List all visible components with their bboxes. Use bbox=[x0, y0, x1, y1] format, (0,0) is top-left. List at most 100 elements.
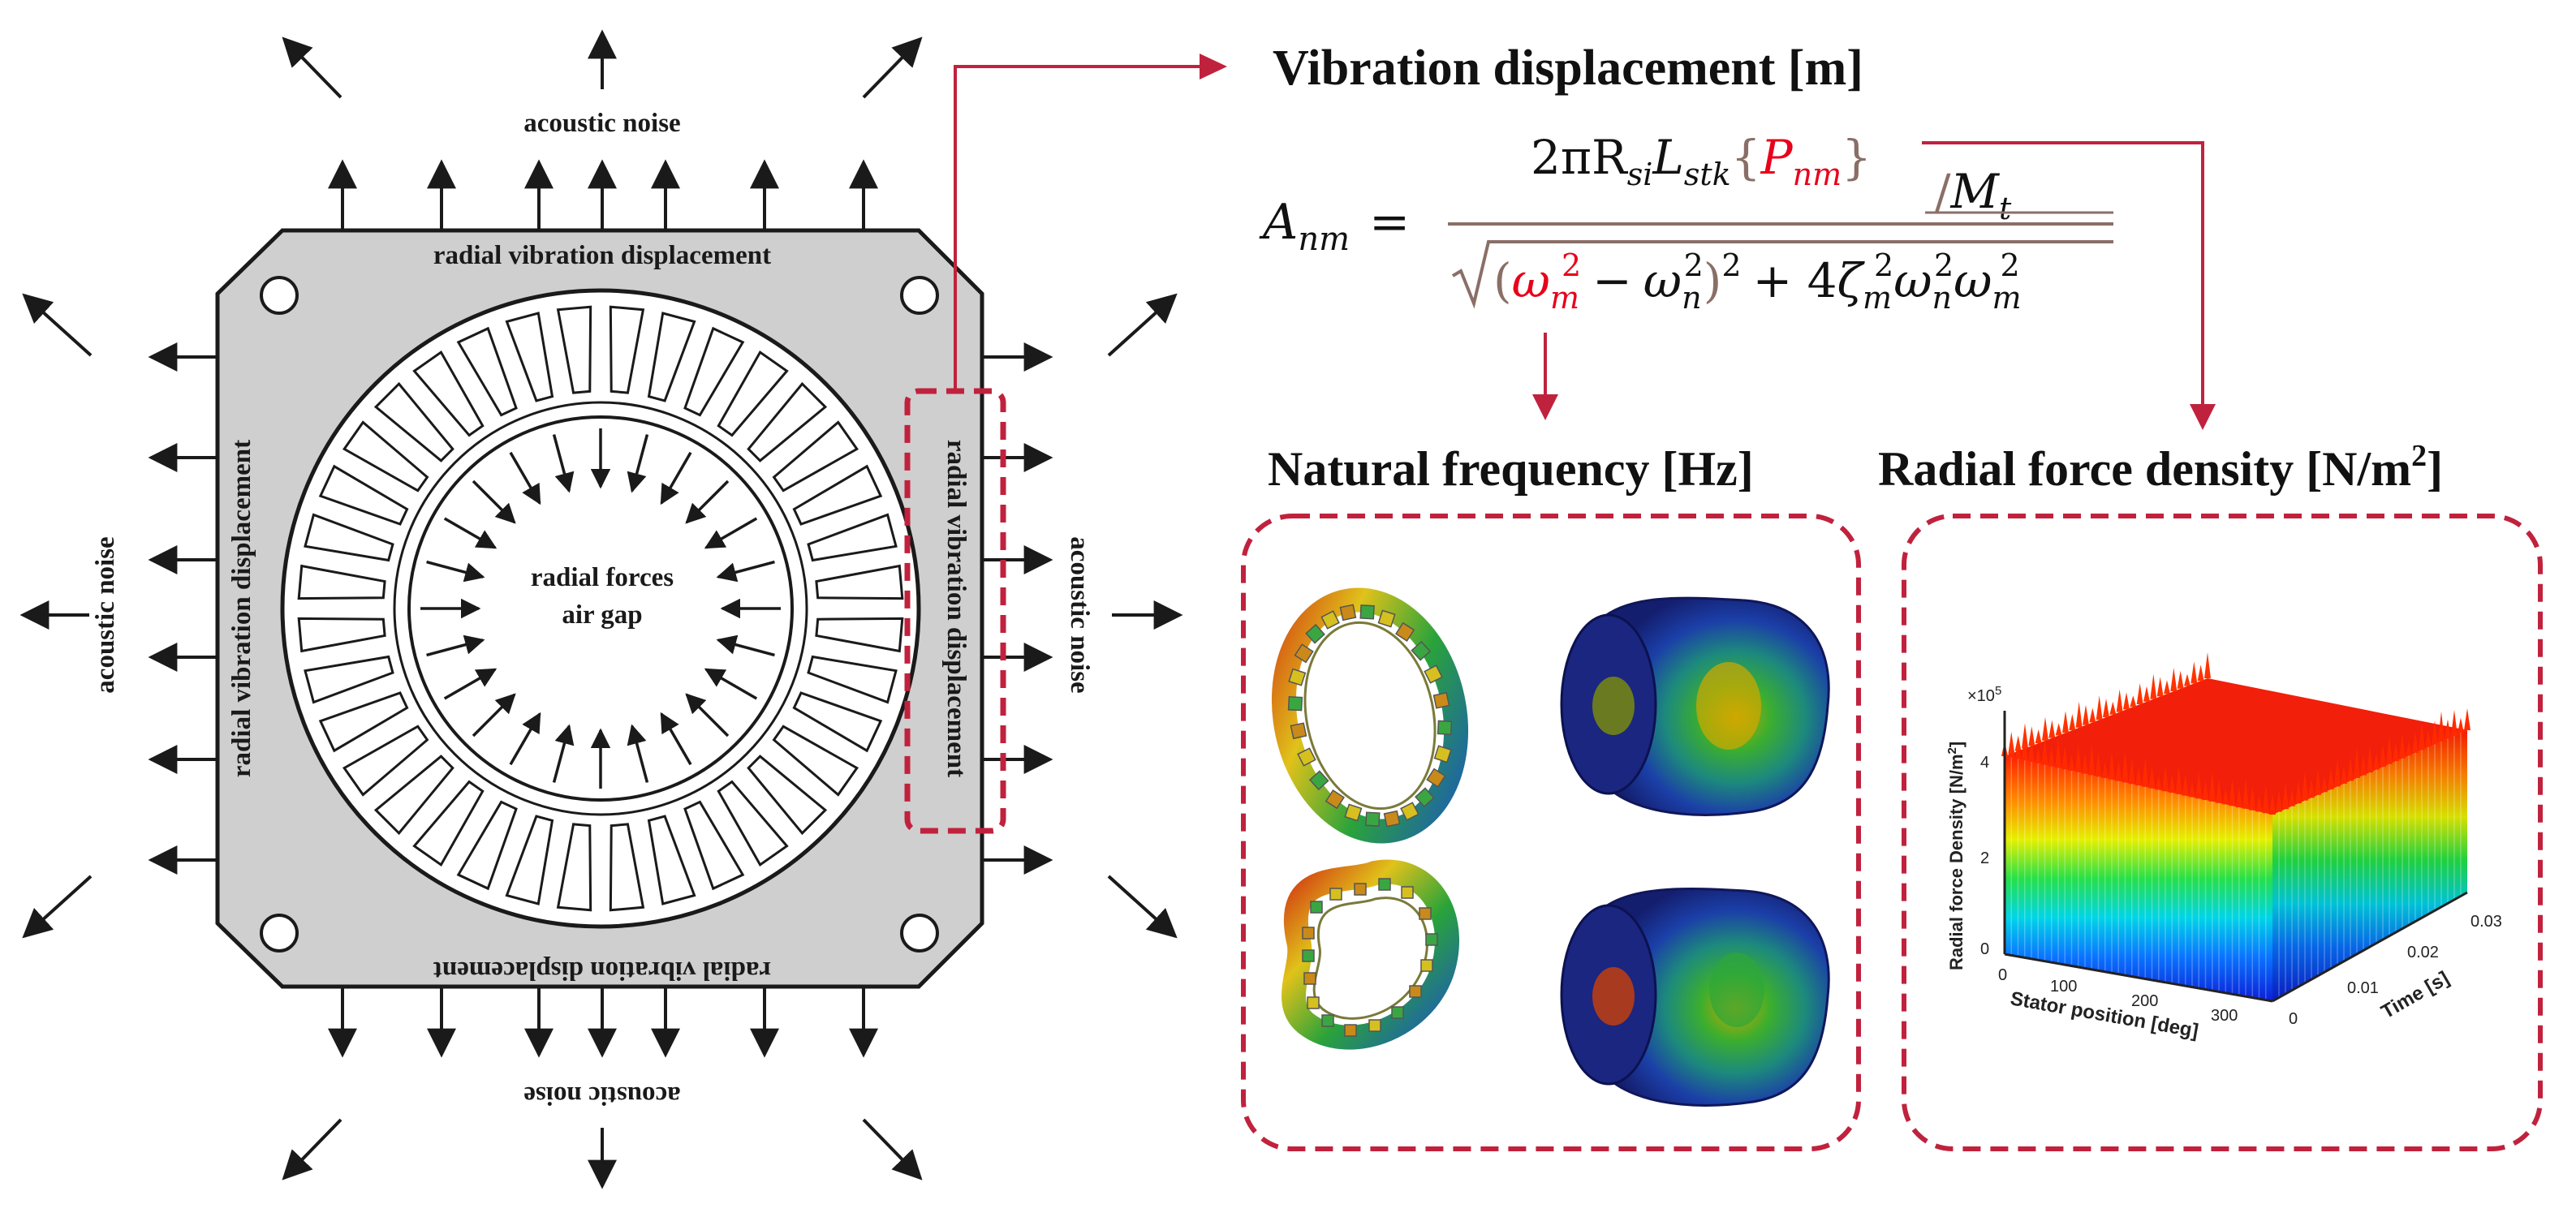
surface-side-face bbox=[2272, 730, 2467, 1001]
surface-spike bbox=[2035, 729, 2042, 743]
surface-spike bbox=[2008, 732, 2015, 754]
stator-slot bbox=[717, 351, 789, 437]
ring-tooth bbox=[1425, 933, 1438, 946]
surface-spike bbox=[2122, 750, 2129, 783]
surface-spike bbox=[2155, 775, 2162, 790]
connector-arrows bbox=[954, 54, 2216, 430]
surface-spike bbox=[2425, 729, 2432, 747]
acoustic-noise-label-bottom: acoustic noise bbox=[523, 1081, 680, 1110]
ring-tooth bbox=[1288, 668, 1307, 686]
surface-spike bbox=[2182, 772, 2189, 796]
surface-spike bbox=[2062, 711, 2069, 733]
formula-lhs: Anm= bbox=[1259, 194, 1410, 258]
surface-spike bbox=[2347, 756, 2354, 781]
surface-spike bbox=[2041, 738, 2048, 765]
mounting-hole bbox=[900, 276, 939, 315]
surface-spike bbox=[2276, 790, 2282, 812]
radial-force-arrow bbox=[716, 560, 775, 583]
radial-vibration-label-right: radial vibration displacement bbox=[941, 440, 971, 777]
plot-ztick-2: 2 bbox=[1980, 849, 1989, 867]
surface-spike bbox=[2249, 785, 2256, 811]
surface-spike bbox=[2123, 692, 2130, 710]
stator-slot bbox=[412, 351, 485, 437]
ring-tooth bbox=[1329, 888, 1342, 901]
stator-slot bbox=[556, 823, 592, 912]
noise-arrow bbox=[22, 293, 93, 357]
stator-slot bbox=[807, 513, 898, 562]
stator-slot bbox=[792, 691, 883, 753]
connector-arrowhead bbox=[1200, 54, 1227, 80]
surface-spike bbox=[2216, 779, 2222, 803]
force-density-surface-plot: Radial force Density [N/m2] ×105 4 2 0 0… bbox=[1945, 652, 2502, 1043]
surface-spike bbox=[2438, 711, 2445, 742]
surface-spike bbox=[2082, 753, 2088, 774]
surface-spike bbox=[2048, 746, 2055, 767]
stator-slot bbox=[815, 617, 904, 653]
radial-force-arrow bbox=[426, 560, 485, 583]
plot-ztick-0: 0 bbox=[1980, 940, 1989, 958]
stator-slot bbox=[505, 815, 554, 905]
stator-slot bbox=[342, 725, 429, 797]
surface-spike bbox=[2399, 733, 2406, 759]
ring-tooth bbox=[1321, 1014, 1334, 1027]
noise-arrow bbox=[22, 875, 93, 939]
ring-tooth bbox=[1415, 787, 1435, 808]
radial-force-arrow bbox=[472, 480, 516, 524]
ring-tooth bbox=[1437, 720, 1453, 736]
radial-force-arrow bbox=[472, 693, 516, 738]
surface-spike bbox=[2308, 778, 2315, 798]
surface-spike bbox=[2170, 668, 2178, 691]
surface-spike bbox=[2208, 770, 2216, 802]
surface-spike bbox=[2177, 670, 2184, 689]
mounting-hole bbox=[900, 914, 939, 953]
surface-spike bbox=[2150, 673, 2157, 699]
acoustic-noise-label-right: acoustic noise bbox=[1065, 536, 1094, 693]
connector-to-formula bbox=[954, 65, 1201, 391]
connector-arrowhead bbox=[2190, 404, 2216, 430]
radial-force-arrow bbox=[426, 634, 485, 657]
stator-slot bbox=[318, 464, 409, 526]
ring-tooth bbox=[1426, 768, 1446, 788]
ring-tooth bbox=[1395, 621, 1415, 642]
stator-slot bbox=[717, 780, 789, 867]
plot-zlabel: Radial force Density [N/m2] bbox=[1945, 742, 1966, 970]
ring-tooth bbox=[1310, 901, 1323, 914]
stator-slot bbox=[807, 655, 898, 704]
cylinder-mode-bottom bbox=[1560, 888, 1830, 1107]
stator-slot bbox=[647, 312, 696, 402]
stator-slot bbox=[772, 420, 859, 492]
radial-forces-label: radial forces bbox=[531, 563, 674, 592]
ring-tooth bbox=[1432, 691, 1450, 709]
radial-force-arrow bbox=[685, 693, 730, 738]
ring-tooth bbox=[1287, 695, 1303, 712]
surface-spike bbox=[2269, 800, 2276, 815]
surface-spike bbox=[2334, 758, 2341, 787]
surface-spike bbox=[2321, 776, 2328, 793]
surface-spike bbox=[2143, 686, 2150, 702]
plot-ytick-003: 0.03 bbox=[2470, 913, 2502, 931]
surface-spike bbox=[2095, 752, 2102, 777]
radial-force-arrow bbox=[660, 712, 692, 766]
surface-spike bbox=[2069, 714, 2076, 730]
natural-frequency-heading: Natural frequency [Hz] bbox=[1268, 442, 1754, 496]
ring-tooth bbox=[1400, 802, 1419, 821]
surface-spike bbox=[2373, 753, 2380, 770]
ring-tooth bbox=[1365, 811, 1381, 827]
plot-axis-y bbox=[2272, 891, 2468, 1003]
radial-force-arrow bbox=[443, 668, 498, 700]
plot-xtick-100: 100 bbox=[2050, 978, 2077, 996]
surface-spike bbox=[2028, 726, 2035, 746]
surface-spike bbox=[2042, 716, 2048, 741]
ring-tooth bbox=[1420, 959, 1433, 972]
stator-slot bbox=[297, 617, 386, 653]
tooth-tip-ring bbox=[393, 401, 808, 816]
surface-spike bbox=[2222, 788, 2229, 805]
stator-slot bbox=[412, 780, 485, 867]
surface-spike bbox=[2148, 766, 2156, 789]
surface-spike bbox=[2464, 708, 2470, 730]
surface-spike bbox=[2022, 723, 2028, 749]
radial-force-arrow bbox=[627, 724, 649, 783]
surface-spike bbox=[2458, 717, 2464, 733]
vibration-formula: Anm= 2πRsiLstk{Pnm} /Mt (ωm2−ωn2)2+ 4ζm2… bbox=[1259, 130, 2113, 316]
ring-tooth bbox=[1411, 640, 1432, 661]
